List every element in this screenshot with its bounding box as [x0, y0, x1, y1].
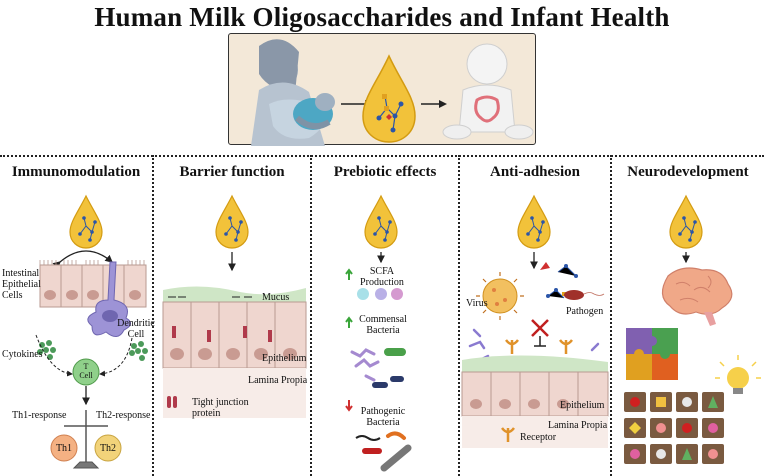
panel-title-barrier: Barrier function	[179, 164, 285, 180]
t-cell-icon	[72, 358, 100, 386]
panel-title-neurodevelopment: Neurodevelopment	[627, 164, 749, 180]
panel-divider	[152, 155, 154, 476]
label-tight-junction: Tight junction protein	[192, 397, 249, 419]
label-th1: Th1	[55, 443, 73, 454]
section-divider	[0, 155, 764, 157]
milk-drop-icon	[517, 195, 551, 249]
label-receptor: Receptor	[520, 432, 557, 443]
up-arrow-icon	[345, 316, 353, 328]
milk-drop-icon	[215, 195, 249, 249]
virus-icon	[476, 272, 524, 320]
hero-illustration	[228, 33, 536, 146]
receptor-legend-icon	[501, 427, 515, 442]
puzzle-icon	[626, 328, 678, 380]
figure-title: Human Milk Oligosaccharides and Infant H…	[94, 2, 670, 32]
brain-icon	[661, 267, 733, 326]
receptor-icon	[505, 339, 573, 354]
mucus-layer	[163, 286, 306, 302]
label-epithelium: Epithelium	[560, 400, 605, 411]
label-th1-response: Th1-response	[12, 410, 67, 421]
pathogen-icon	[564, 290, 605, 300]
infant-icon	[442, 43, 534, 140]
label-lamina-propia: Lamina Propia	[548, 420, 608, 431]
milk-drop-icon	[364, 195, 398, 249]
blocked-cross-icon	[531, 319, 549, 347]
antiadhesion-epithelium	[461, 371, 609, 417]
mother-breastfeeding-icon	[251, 39, 335, 146]
label-pathogen: Pathogen	[566, 306, 604, 317]
panel-title-prebiotic: Prebiotic effects	[333, 164, 437, 180]
panel-title-antiadhesion: Anti-adhesion	[489, 164, 581, 180]
cytokine-dots-left	[37, 340, 56, 360]
label-mucus: Mucus	[262, 292, 290, 303]
lamina-propria-layer	[163, 368, 306, 418]
panel-divider	[610, 155, 612, 476]
label-virus: Virus	[466, 298, 488, 309]
balance-scale-icon	[64, 410, 108, 469]
th2-cell-icon	[94, 434, 122, 462]
th1-cell-icon	[50, 434, 78, 462]
label-dendritic-cell: Dendritic Cell	[117, 318, 155, 340]
label-cytokines: Cytokines	[2, 349, 43, 360]
tight-junction-icon	[167, 396, 177, 408]
label-epithelium: Epithelium	[262, 353, 307, 364]
milk-drop-icon	[669, 195, 703, 249]
lightbulb-icon	[715, 355, 761, 394]
commensal-bacteria-icon	[350, 348, 406, 388]
label-scfa-production: SCFA Production	[360, 266, 404, 288]
milk-drop-icon	[362, 54, 416, 143]
label-t-cell: T Cell	[79, 362, 93, 380]
pathogenic-bacteria-icon	[355, 431, 412, 472]
panel-title-immunomodulation: Immunomodulation	[11, 164, 141, 180]
label-th2: Th2	[99, 443, 117, 454]
up-arrow-icon	[345, 268, 353, 280]
milk-drop-icon	[69, 195, 103, 249]
label-intestinal-epithelial-cells: Intestinal Epithelial Cells	[2, 268, 41, 301]
dendritic-cell-icon	[87, 261, 131, 337]
memory-cards-grid	[624, 392, 724, 464]
scfa-molecules	[357, 288, 403, 300]
label-th2-response: Th2-response	[96, 410, 151, 421]
panel-divider	[310, 155, 312, 476]
panel-divider	[458, 155, 460, 476]
barrier-epithelium	[162, 301, 307, 369]
label-lamina-propia: Lamina Propia	[248, 375, 308, 386]
down-arrow-icon	[345, 400, 353, 412]
label-pathogenic-bacteria: Pathogenic Bacteria	[360, 406, 406, 428]
cytokine-dots-right	[129, 341, 148, 361]
label-commensal-bacteria: Commensal Bacteria	[359, 314, 407, 336]
epithelial-cells-row	[39, 260, 147, 308]
